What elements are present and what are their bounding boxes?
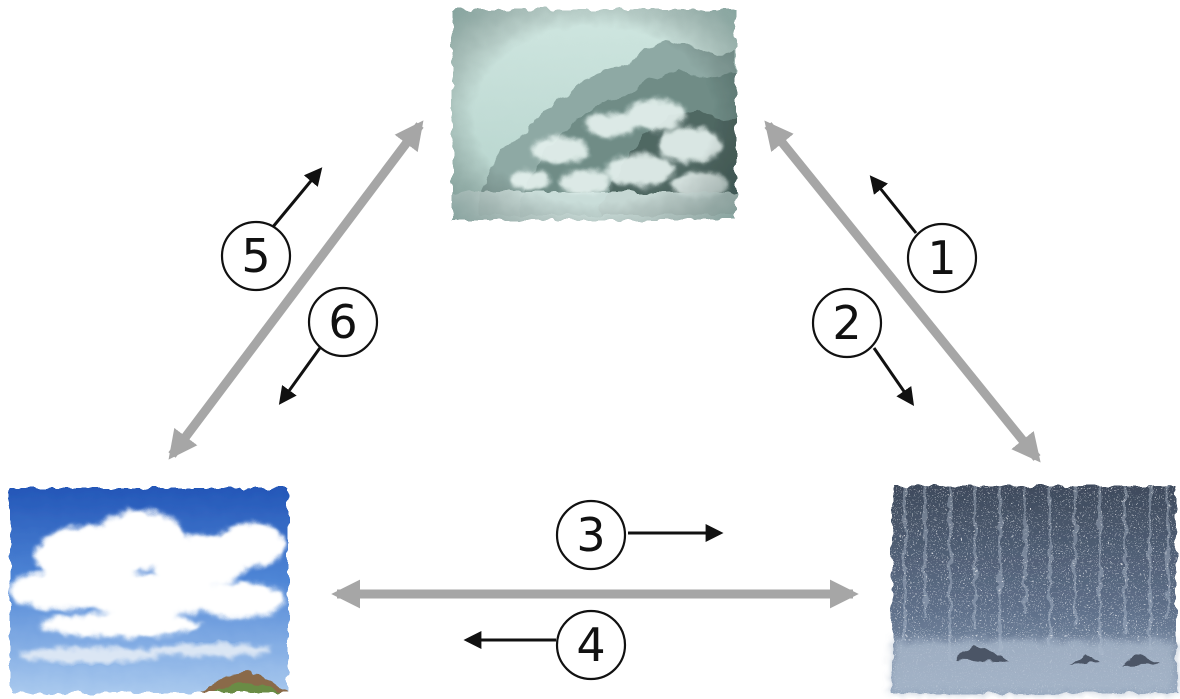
step-1-number: 1 xyxy=(927,231,956,285)
step-6-label: 6 xyxy=(307,286,379,358)
step-3-number: 3 xyxy=(576,508,605,562)
cloudy-sky-photo xyxy=(10,488,288,693)
direction-arrow-5 xyxy=(270,167,323,229)
step-2-number: 2 xyxy=(832,296,861,350)
direction-arrow-2 xyxy=(872,347,915,406)
step-5-number: 5 xyxy=(241,229,270,283)
step-1-label: 1 xyxy=(906,222,978,294)
step-4-label: 4 xyxy=(555,609,627,681)
direction-arrow-6 xyxy=(278,344,324,405)
step-3-label: 3 xyxy=(555,499,627,571)
heavy-rain-photo xyxy=(892,486,1176,693)
snowy-forest-photo xyxy=(452,10,736,220)
step-5-label: 5 xyxy=(220,220,292,292)
connector-top-left xyxy=(168,120,424,460)
step-4-number: 4 xyxy=(576,618,605,672)
connector-top-right xyxy=(764,120,1041,463)
step-2-label: 2 xyxy=(811,287,883,359)
step-6-number: 6 xyxy=(328,295,357,349)
direction-arrow-1 xyxy=(869,175,918,234)
